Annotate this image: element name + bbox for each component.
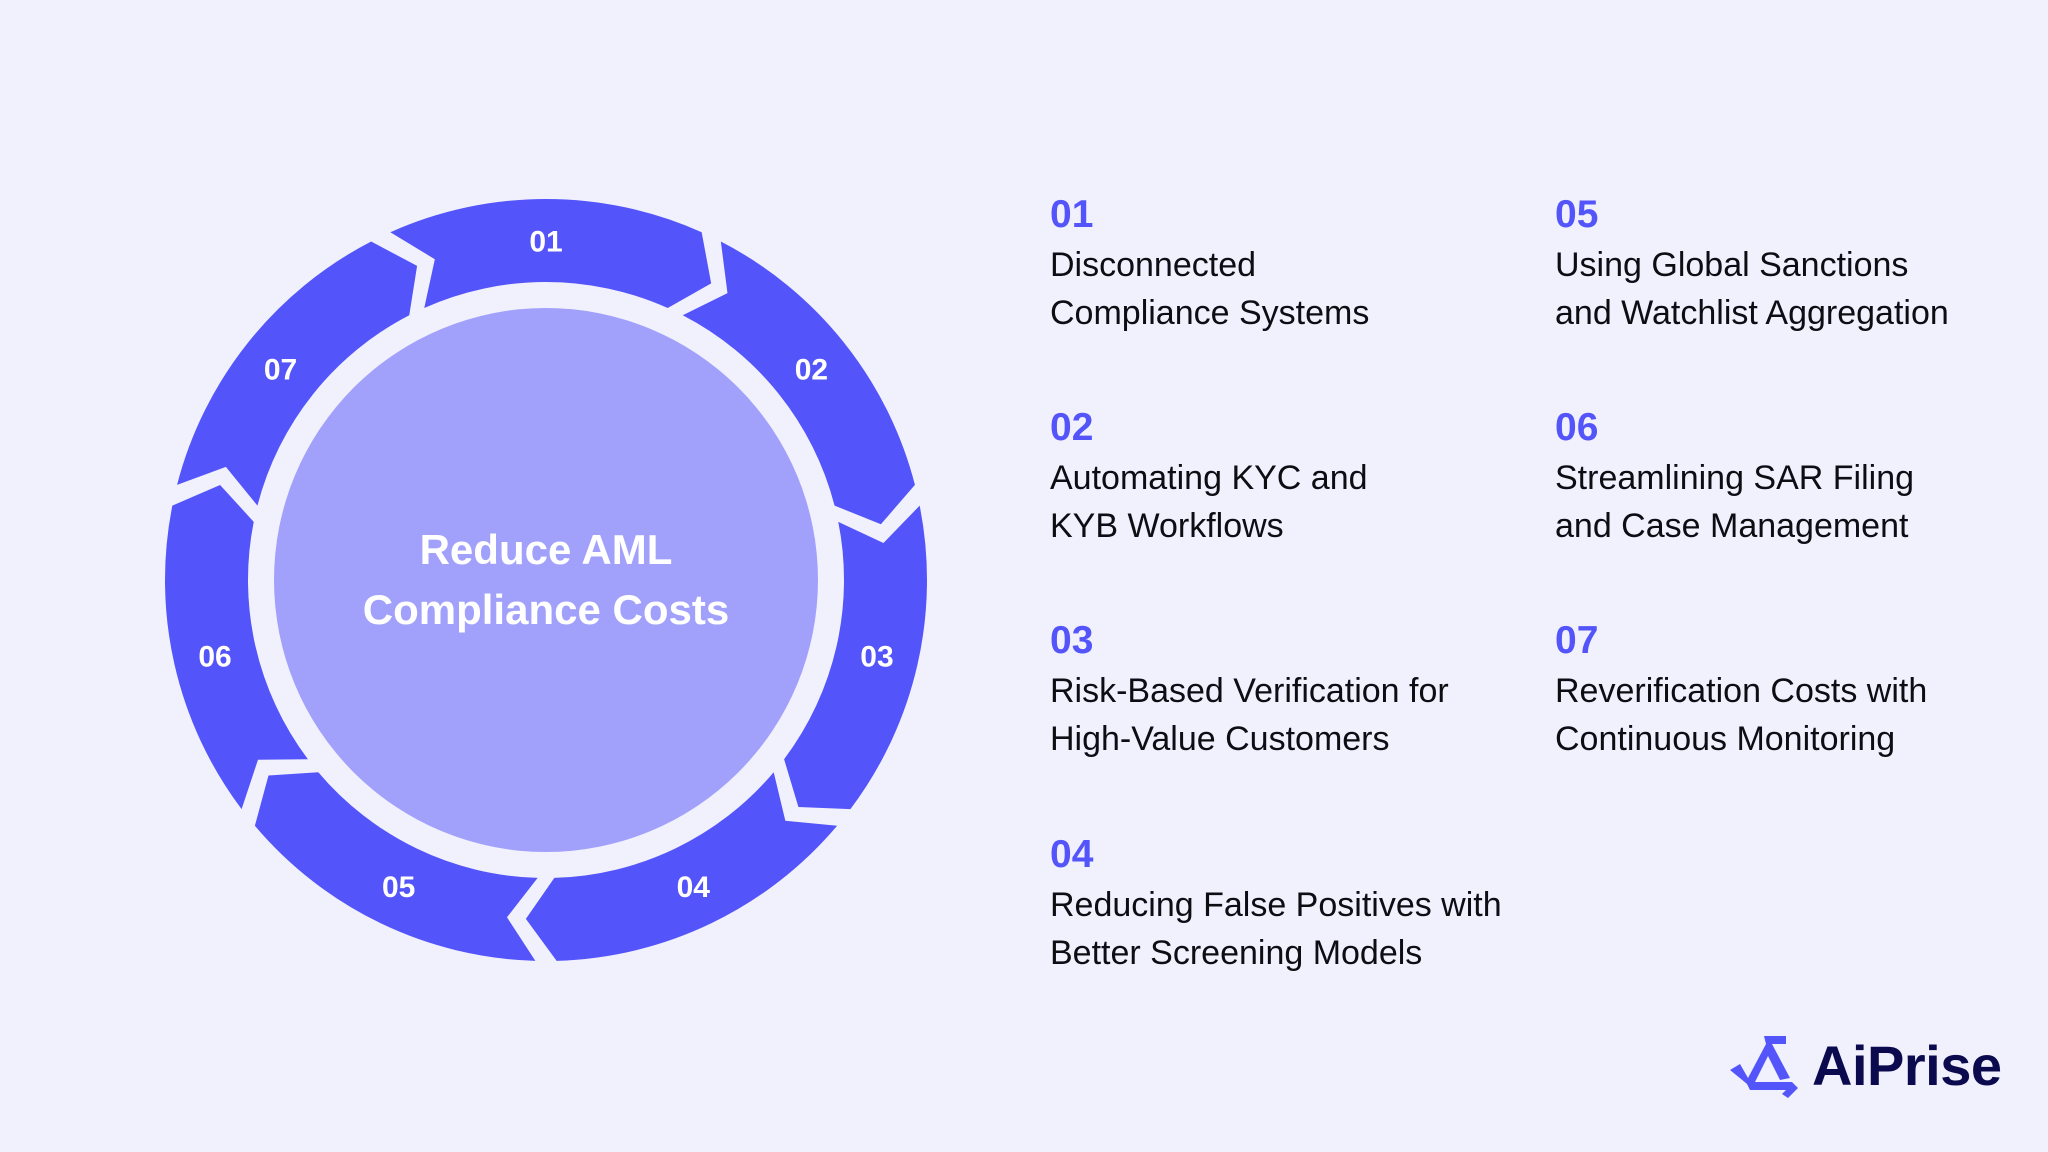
wheel-segment-06	[164, 484, 308, 810]
item-description: Using Global Sanctions and Watchlist Agg…	[1555, 246, 1949, 332]
item-number: 05	[1555, 193, 1599, 236]
item-number: 07	[1555, 619, 1599, 662]
list-item-07: 07 Reverification Costs with Continuous …	[1555, 619, 2035, 763]
aiprise-logo-icon	[1730, 1036, 1798, 1098]
list-item-03: 03 Risk-Based Verification for High-Valu…	[1050, 619, 1530, 763]
center-title-line-1: Reduce AML	[419, 526, 673, 573]
center-title: Reduce AML Compliance Costs	[296, 520, 796, 640]
wheel-segment-02	[682, 241, 915, 525]
item-description: Risk-Based Verification for High-Value C…	[1050, 672, 1449, 758]
item-number: 04	[1050, 833, 1094, 876]
aiprise-logo: AiPrise	[1728, 1030, 2002, 1100]
list-item-04: 04 Reducing False Positives with Better …	[1050, 833, 1530, 977]
item-number: 03	[1050, 619, 1094, 662]
wheel-segment-label: 04	[677, 871, 711, 904]
item-number: 06	[1555, 406, 1599, 449]
wheel-segment-07	[177, 241, 418, 506]
item-description: Streamlining SAR Filing and Case Managem…	[1555, 459, 1915, 545]
wheel-segment-label: 02	[795, 353, 828, 386]
center-title-line-2: Compliance Costs	[362, 586, 730, 633]
wheel-segment-05	[254, 772, 538, 961]
list-item-06: 06 Streamlining SAR Filing and Case Mana…	[1555, 406, 2035, 550]
wheel-segment-label: 01	[529, 226, 562, 259]
list-item-01: 01 Disconnected Compliance Systems	[1050, 193, 1530, 337]
center-disc	[274, 308, 818, 852]
wheel-segment-label: 03	[860, 641, 893, 674]
wheel-segment-label: 05	[382, 871, 415, 904]
item-number: 01	[1050, 193, 1094, 236]
list-item-05: 05 Using Global Sanctions and Watchlist …	[1555, 193, 2035, 337]
wheel-segment-03	[784, 505, 927, 810]
wheel-segment-label: 06	[198, 641, 231, 674]
item-description: Reducing False Positives with Better Scr…	[1050, 886, 1502, 972]
item-description: Automating KYC and KYB Workflows	[1050, 459, 1368, 545]
logo-text: AiPrise	[1812, 1033, 2002, 1097]
wheel-segment-01	[390, 198, 712, 309]
wheel-segment-label: 07	[264, 353, 297, 386]
item-number: 02	[1050, 406, 1094, 449]
wheel-segment-04	[525, 772, 838, 961]
item-description: Disconnected Compliance Systems	[1050, 246, 1370, 332]
item-description: Reverification Costs with Continuous Mon…	[1555, 672, 1928, 758]
cycle-wheel-diagram: 01 02 03 04 05 06 07	[164, 198, 927, 961]
list-item-02: 02 Automating KYC and KYB Workflows	[1050, 406, 1530, 550]
